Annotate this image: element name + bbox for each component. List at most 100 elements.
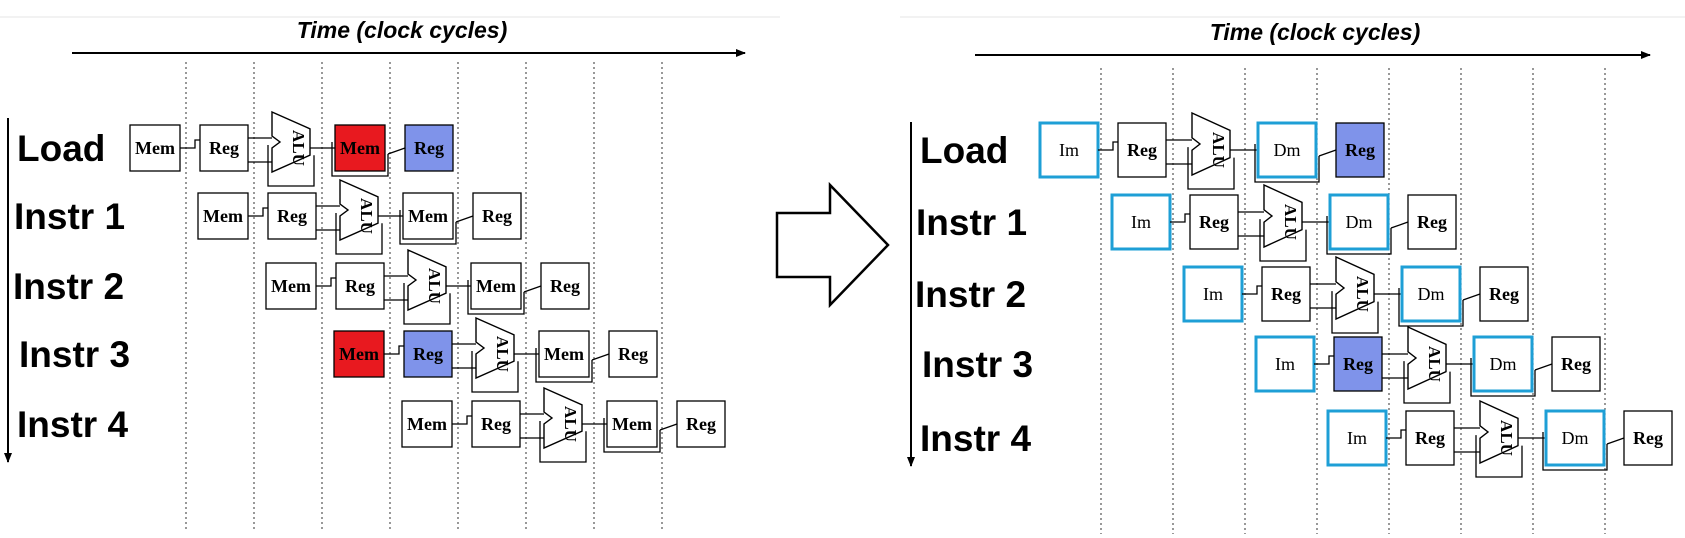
register-write-box-label: Reg xyxy=(414,138,444,158)
instruction-memory-box-label: Mem xyxy=(407,414,447,434)
pipe-connector xyxy=(180,139,200,149)
instruction-memory-box-label: Im xyxy=(1275,354,1295,374)
register-read-box xyxy=(1189,194,1239,250)
pipe-connector xyxy=(316,277,336,287)
register-read-box xyxy=(1261,266,1311,322)
register-write-box xyxy=(676,400,726,448)
alu-icon xyxy=(1479,399,1519,465)
data-memory-bypass xyxy=(1470,358,1536,397)
pipe-connector xyxy=(1534,363,1553,371)
instruction-label: Instr 4 xyxy=(920,418,1031,459)
pipe-connector xyxy=(591,353,610,361)
register-write-box-label: Reg xyxy=(1561,354,1591,374)
instruction-memory-box xyxy=(401,400,453,448)
alu-shadow xyxy=(1403,361,1451,404)
data-memory-box-label: Mem xyxy=(544,344,584,364)
alu-icon xyxy=(1335,255,1375,321)
register-write-box-label: Reg xyxy=(618,344,648,364)
instruction-label: Instr 4 xyxy=(17,404,128,445)
instruction-label: Instr 2 xyxy=(13,266,124,307)
data-memory-box xyxy=(1328,193,1390,251)
pipe-connector xyxy=(1098,141,1118,151)
instruction-label: Instr 1 xyxy=(14,196,125,237)
pipe-connector xyxy=(248,207,268,217)
register-read-box-label: Reg xyxy=(1271,284,1301,304)
register-write-box xyxy=(1623,410,1673,466)
alu-label: ALU xyxy=(493,336,512,372)
data-memory-box xyxy=(1544,409,1606,467)
register-write-box-label: Reg xyxy=(1417,212,1447,232)
instruction-memory-box-label: Mem xyxy=(135,138,175,158)
data-memory-bypass xyxy=(1326,216,1392,255)
register-read-box xyxy=(1405,410,1455,466)
data-memory-bypass xyxy=(467,280,525,315)
data-memory-box-label: Mem xyxy=(340,138,380,158)
alu-icon xyxy=(407,248,447,312)
register-write-box xyxy=(1335,122,1385,178)
pipe-connector xyxy=(384,345,404,355)
data-memory-bypass xyxy=(603,418,661,453)
register-write-box-label: Reg xyxy=(1345,140,1375,160)
pipe-connector xyxy=(523,285,542,293)
register-read-box xyxy=(267,192,317,240)
instruction-memory-box-label: Im xyxy=(1059,140,1079,160)
data-memory-box-label: Dm xyxy=(1274,140,1301,160)
pipe-connector xyxy=(387,147,406,155)
pipe-connector xyxy=(1318,149,1337,157)
alu-shadow xyxy=(1475,435,1523,478)
alu-icon xyxy=(1263,183,1303,249)
register-read-box xyxy=(471,400,521,448)
data-memory-bypass xyxy=(331,142,389,177)
register-read-box-label: Reg xyxy=(345,276,375,296)
left-clock-grid xyxy=(185,62,663,532)
pipe-connector xyxy=(1170,213,1190,223)
instruction-memory-box-label: Mem xyxy=(271,276,311,296)
alu-label: ALU xyxy=(1425,346,1444,382)
instruction-memory-box xyxy=(129,124,181,172)
instruction-memory-box-label: Im xyxy=(1203,284,1223,304)
register-write-box xyxy=(1479,266,1529,322)
data-memory-box-label: Mem xyxy=(408,206,448,226)
data-memory-bypass xyxy=(1542,432,1608,471)
alu-icon xyxy=(475,316,515,380)
instruction-memory-box xyxy=(265,262,317,310)
pipe-connector xyxy=(1314,355,1334,365)
alu-shadow xyxy=(1187,147,1235,190)
alu-label: ALU xyxy=(1497,420,1516,456)
data-memory-box-label: Dm xyxy=(1346,212,1373,232)
alu-icon xyxy=(1191,111,1231,177)
register-read-box xyxy=(335,262,385,310)
instruction-label: Instr 1 xyxy=(916,202,1027,243)
data-memory-box xyxy=(1400,265,1462,323)
alu-label: ALU xyxy=(561,406,580,442)
register-read-box-label: Reg xyxy=(481,414,511,434)
pipe-connector xyxy=(1606,437,1625,445)
register-read-box xyxy=(1117,122,1167,178)
pipe-connector xyxy=(659,423,678,431)
data-memory-box xyxy=(334,124,386,172)
register-write-box-label: Reg xyxy=(1633,428,1663,448)
register-write-box xyxy=(1551,336,1601,392)
pipe-connector xyxy=(1390,221,1409,229)
pipe-connector xyxy=(452,415,472,425)
register-read-box-label: Reg xyxy=(209,138,239,158)
instruction-memory-box-label: Im xyxy=(1131,212,1151,232)
data-memory-bypass xyxy=(1398,288,1464,327)
data-memory-box xyxy=(402,192,454,240)
register-read-box-label: Reg xyxy=(1127,140,1157,160)
data-memory-box xyxy=(1256,121,1318,179)
alu-icon xyxy=(271,110,311,174)
instruction-label: Load xyxy=(920,130,1008,171)
alu-shadow xyxy=(1259,219,1307,262)
data-memory-box-label: Mem xyxy=(612,414,652,434)
alu-label: ALU xyxy=(425,268,444,304)
alu-shadow xyxy=(539,421,587,463)
instruction-memory-box-label: Mem xyxy=(203,206,243,226)
alu-shadow xyxy=(267,145,315,187)
right-time-axis-title: Time (clock cycles) xyxy=(1210,19,1421,45)
